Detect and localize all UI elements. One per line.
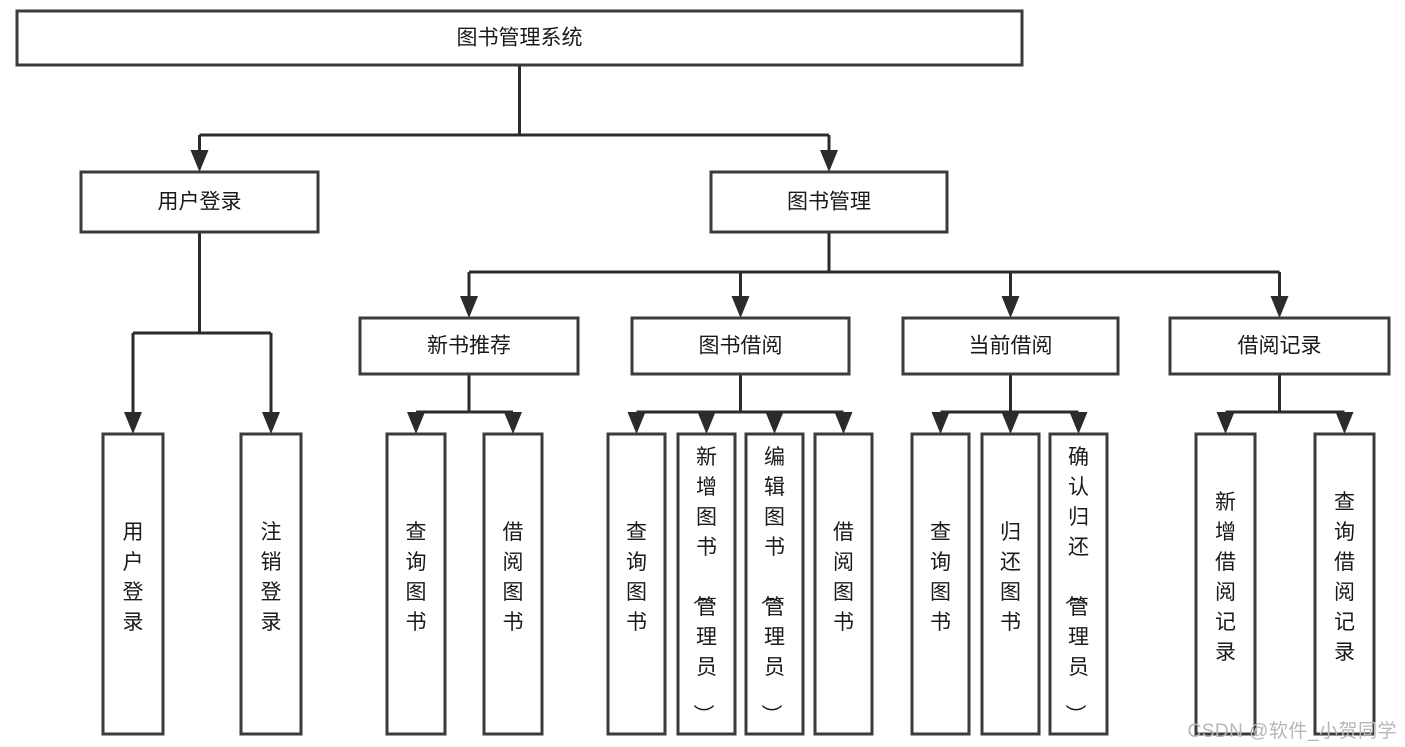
node-label: 借阅图书 [833,521,854,634]
node-label: 新增借阅记录 [1215,491,1236,664]
node-label: 图书管理 [787,191,871,214]
arrow-head [1001,412,1020,434]
node-leaf-查询借阅记录[interactable]: 查询借阅记录 [1313,432,1376,736]
arrow-head [1001,296,1020,318]
node-box[interactable] [239,432,303,736]
node-box[interactable] [630,316,851,376]
node-leaf-新增借阅记录[interactable]: 新增借阅记录 [1194,432,1257,736]
node-label: 归还图书 [1000,521,1021,634]
node-leaf-查询图书[interactable]: 查询图书 [385,432,447,736]
node-label: 查询图书 [930,521,951,634]
arrow-head [834,412,853,434]
node-label: 图书管理系统 [457,27,583,50]
node-label: 确认归还（管理员） [1063,446,1089,725]
node-label: 查询图书 [626,521,647,634]
node-level2-当前借阅[interactable]: 当前借阅 [901,316,1120,376]
arrow-head [1069,412,1088,434]
node-box[interactable] [15,9,1024,67]
node-label: 当前借阅 [969,335,1053,358]
node-label: 查询借阅记录 [1334,491,1355,664]
arrow-head [190,150,209,172]
node-label: 图书借阅 [699,335,783,358]
arrow-head [697,412,716,434]
node-box[interactable] [79,170,320,234]
node-leaf-查询图书[interactable]: 查询图书 [910,432,971,736]
node-box[interactable] [606,432,667,736]
node-leaf-确认归还管理员[interactable]: 确认归还（管理员） [1048,432,1109,736]
node-label: 新书推荐 [427,335,511,358]
node-leaf-编辑图书管理员[interactable]: 编辑图书（管理员） [744,432,805,736]
node-label: 新增图书（管理员） [691,446,717,725]
node-box[interactable] [744,432,805,736]
node-box[interactable] [1194,432,1257,736]
node-leaf-新增图书管理员[interactable]: 新增图书（管理员） [676,432,737,736]
arrow-head [504,412,522,434]
arrow-head [124,412,142,434]
arrow-head [262,412,280,434]
node-box[interactable] [385,432,447,736]
node-level1-图书管理[interactable]: 图书管理 [709,170,949,234]
arrow-head [1270,296,1289,318]
node-box[interactable] [1048,432,1109,736]
node-level2-新书推荐[interactable]: 新书推荐 [358,316,580,376]
node-leaf-借阅图书[interactable]: 借阅图书 [813,432,874,736]
arrow-head [1335,412,1354,434]
node-label: 编辑图书（管理员） [759,446,785,725]
node-box[interactable] [1313,432,1376,736]
node-box[interactable] [1168,316,1391,376]
node-label: 借阅记录 [1238,335,1322,358]
node-root-图书管理系统[interactable]: 图书管理系统 [15,9,1024,67]
arrow-head [627,412,646,434]
arrow-head [931,412,950,434]
node-level2-图书借阅[interactable]: 图书借阅 [630,316,851,376]
arrow-head [1216,412,1235,434]
node-box[interactable] [358,316,580,376]
node-box[interactable] [101,432,165,736]
node-label: 注销登录 [261,521,282,634]
node-leaf-借阅图书[interactable]: 借阅图书 [482,432,544,736]
node-box[interactable] [901,316,1120,376]
node-label: 借阅图书 [503,521,524,634]
arrow-head [731,296,750,318]
node-box[interactable] [709,170,949,234]
connector-layer [124,65,1354,434]
node-box[interactable] [676,432,737,736]
node-box[interactable] [482,432,544,736]
node-label: 用户登录 [123,521,144,634]
arrow-head [407,412,425,434]
node-leaf-注销登录[interactable]: 注销登录 [239,432,303,736]
node-layer: 图书管理系统用户登录图书管理新书推荐图书借阅当前借阅借阅记录用户登录注销登录查询… [15,9,1391,736]
node-box[interactable] [980,432,1041,736]
arrow-head [820,150,838,172]
node-leaf-归还图书[interactable]: 归还图书 [980,432,1041,736]
node-level2-借阅记录[interactable]: 借阅记录 [1168,316,1391,376]
arrow-head [765,412,784,434]
node-label: 用户登录 [158,191,242,214]
node-leaf-查询图书[interactable]: 查询图书 [606,432,667,736]
node-label: 查询图书 [406,521,427,634]
node-box[interactable] [813,432,874,736]
node-level1-用户登录[interactable]: 用户登录 [79,170,320,234]
node-leaf-用户登录[interactable]: 用户登录 [101,432,165,736]
arrow-head [460,296,478,318]
node-box[interactable] [910,432,971,736]
